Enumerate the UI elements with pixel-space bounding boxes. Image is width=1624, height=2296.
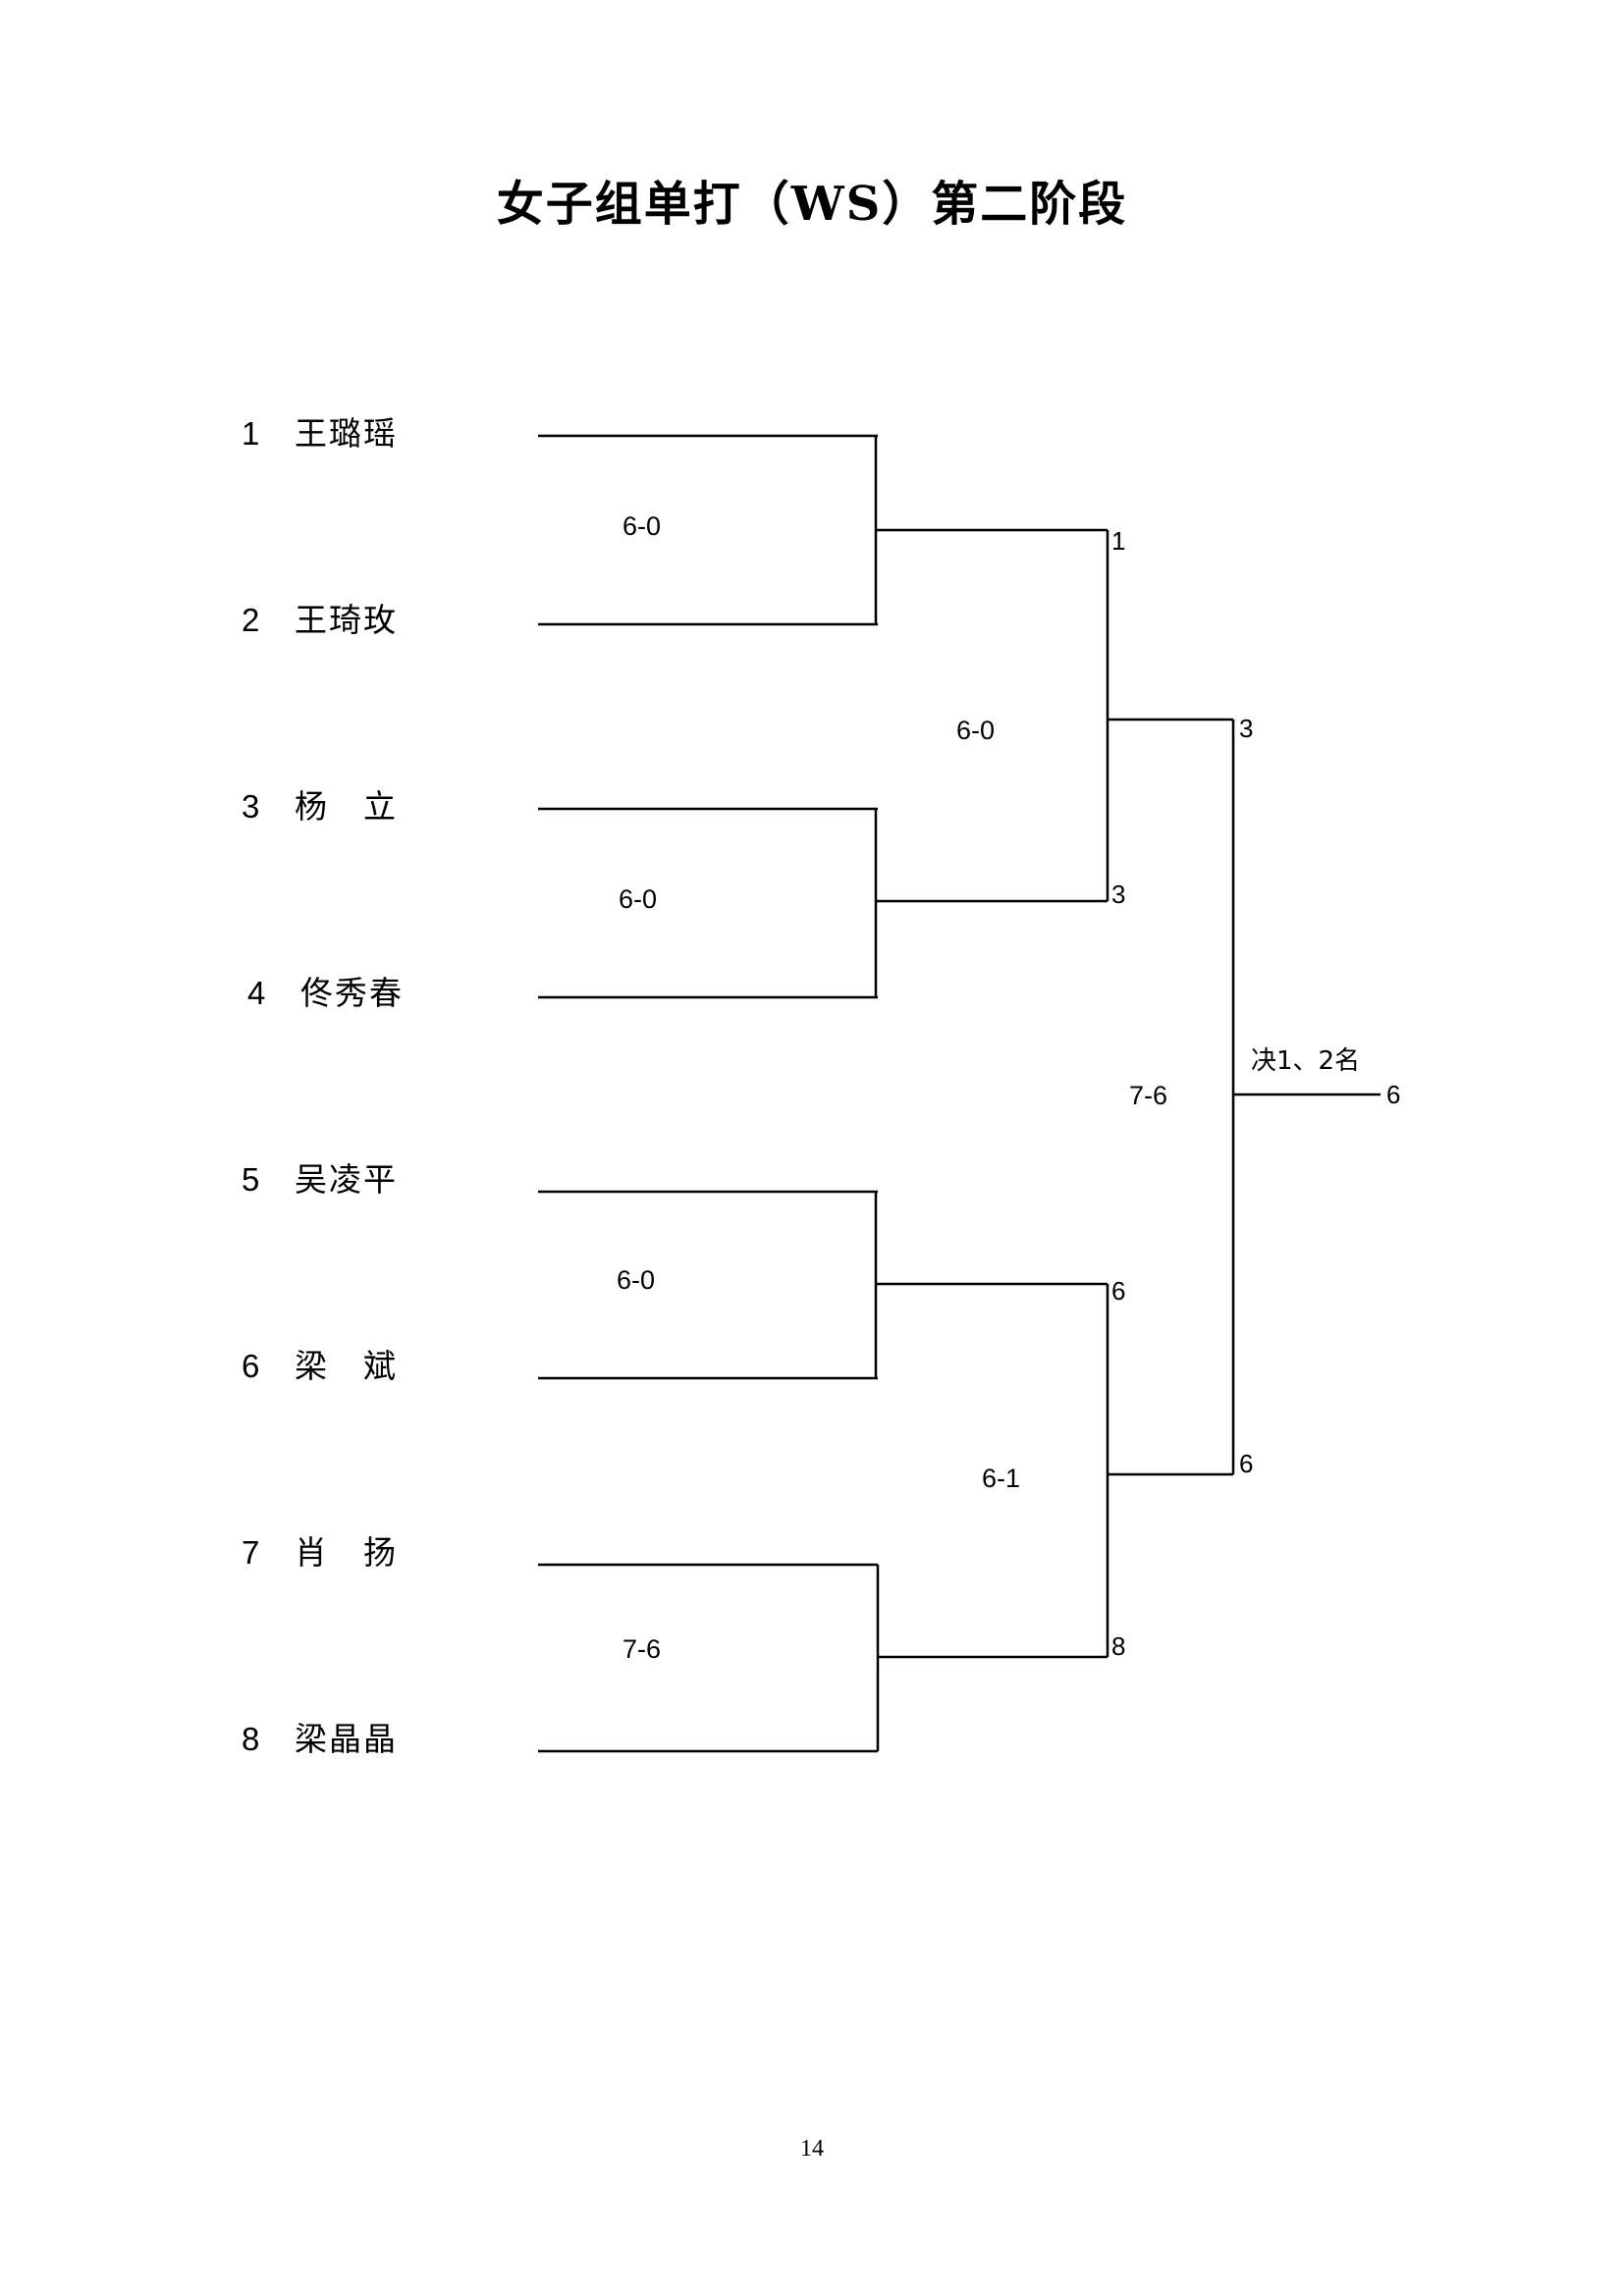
player-entry: 8 梁晶晶: [242, 1720, 398, 1759]
final-label: 决1、2名: [1251, 1046, 1361, 1076]
match-score: 6-1: [982, 1464, 1021, 1493]
player-name: 肖 扬: [295, 1533, 398, 1572]
advancing-seed: 1: [1111, 526, 1126, 556]
player-entry: 2 王琦玫: [242, 601, 398, 640]
player-seed: 6: [242, 1348, 260, 1384]
player-seed: 8: [242, 1721, 260, 1757]
player-seed: 7: [242, 1534, 260, 1571]
player-seed: 5: [242, 1161, 260, 1198]
advancing-seed: 3: [1111, 880, 1126, 909]
advancing-seed: 6: [1111, 1276, 1126, 1306]
player-name: 梁 斌: [295, 1347, 398, 1385]
player-entry: 7 肖 扬: [242, 1533, 398, 1573]
player-entry: 6 梁 斌: [242, 1347, 398, 1386]
player-seed: 3: [242, 788, 260, 825]
player-name: 佟秀春: [300, 974, 404, 1012]
player-entry: 5 吴凌平: [242, 1160, 398, 1200]
player-entry: 3 杨 立: [242, 787, 398, 827]
page-number: 14: [800, 2136, 824, 2162]
advancing-seed: 8: [1111, 1631, 1126, 1661]
player-name: 王琦玫: [295, 601, 398, 639]
match-score: 6-0: [617, 1265, 656, 1295]
player-entry: 1 王璐瑶: [242, 414, 398, 454]
player-seed: 4: [247, 975, 266, 1011]
player-name: 王璐瑶: [295, 414, 398, 453]
player-name: 梁晶晶: [295, 1720, 398, 1758]
player-seed: 2: [242, 602, 260, 638]
player-entry: 4 佟秀春: [247, 974, 404, 1013]
match-score: 6-0: [623, 511, 662, 541]
match-score: 6-0: [619, 884, 658, 914]
player-name: 杨 立: [295, 787, 398, 826]
match-score: 7-6: [623, 1634, 662, 1664]
advancing-seed: 6: [1239, 1449, 1254, 1478]
page-title: 女子组单打（WS）第二阶段: [496, 177, 1128, 232]
match-score: 7-6: [1129, 1081, 1168, 1110]
player-name: 吴凌平: [295, 1160, 398, 1199]
match-score: 6-0: [956, 716, 996, 745]
champion-seed: 6: [1386, 1080, 1401, 1109]
player-seed: 1: [242, 415, 260, 452]
advancing-seed: 3: [1239, 714, 1254, 743]
